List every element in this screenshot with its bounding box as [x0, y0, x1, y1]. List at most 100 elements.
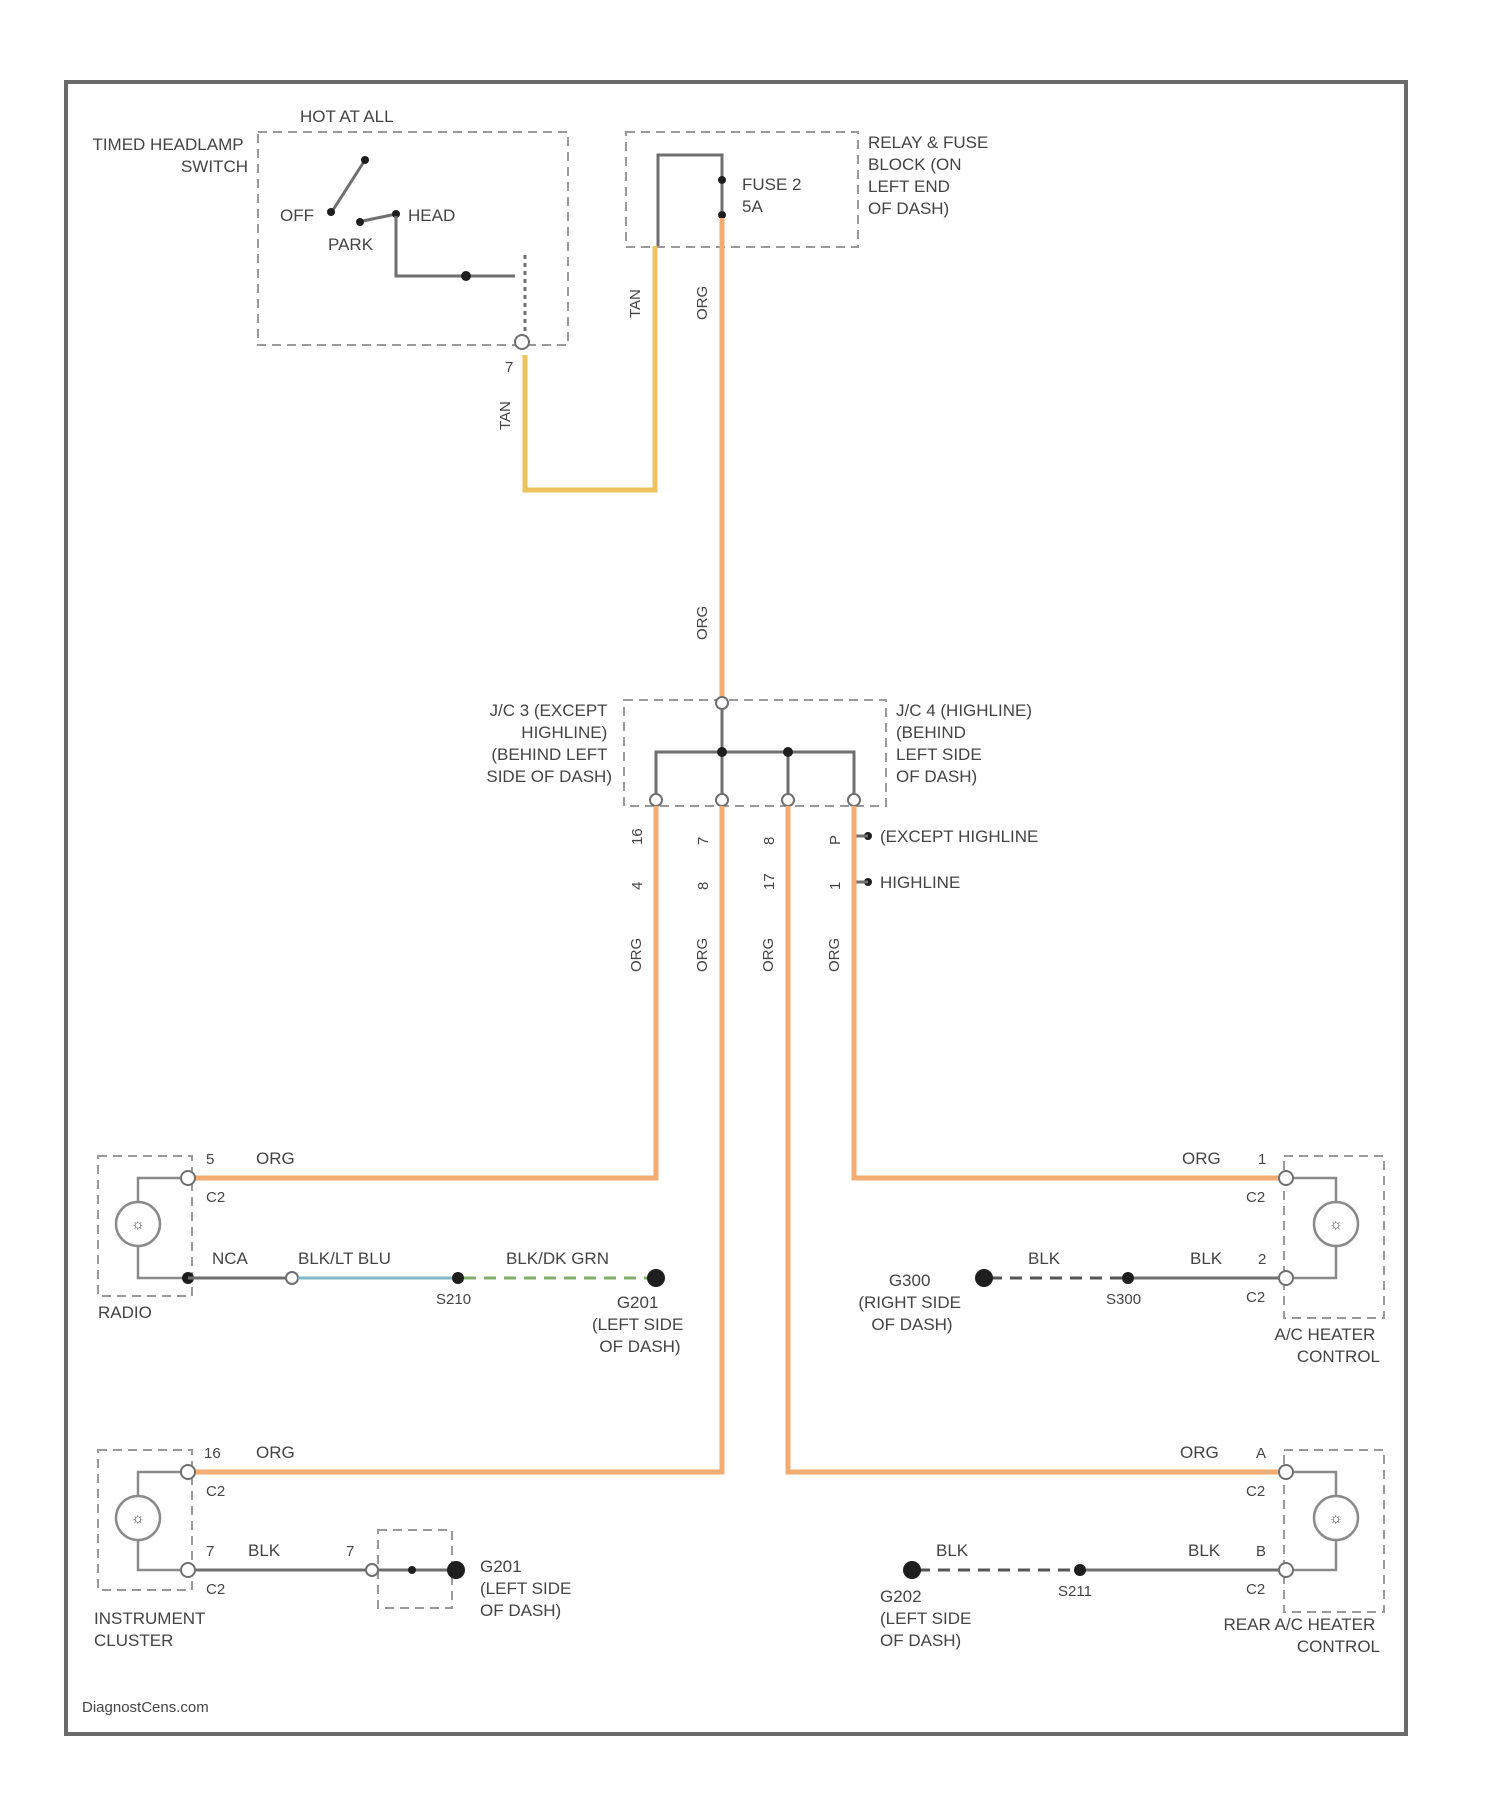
ac-heater-pin-bottom: 2 [1258, 1251, 1266, 1268]
rear-ac-splice-label: S211 [1058, 1583, 1092, 1600]
switch-pos-off: OFF [280, 206, 314, 225]
radio-pin-top: 5 [206, 1151, 214, 1168]
rear-ac-box [1284, 1450, 1384, 1612]
pin-r1-b: 7 [695, 837, 712, 845]
switch-pos-head: HEAD [408, 206, 455, 225]
svg-text:☼: ☼ [131, 1216, 145, 1233]
ac-heater-splice-label: S300 [1106, 1291, 1141, 1308]
rear-ac-ground-label: G202 (LEFT SIDE OF DASH) [880, 1587, 976, 1650]
tan-wire-label-2: TAN [627, 289, 644, 318]
org-wire-rear-ac [788, 806, 1284, 1472]
pin-r2-c: 17 [761, 873, 778, 890]
ac-heater-box [1284, 1156, 1384, 1318]
cluster-term-top [181, 1465, 195, 1479]
radio-splice-label: S210 [436, 1291, 471, 1308]
radio-ground-icon [647, 1269, 665, 1287]
diagram-frame [66, 82, 1406, 1734]
cluster-pin-top: 16 [204, 1445, 221, 1462]
ac-heater-splice-dot [1122, 1272, 1134, 1284]
pin-r1-c: 8 [761, 837, 778, 845]
pin-r1-a: 16 [629, 828, 646, 845]
ac-heater-pin-top: 1 [1258, 1151, 1266, 1168]
radio-term-top [181, 1171, 195, 1185]
rear-ac-conn-top: C2 [1246, 1483, 1265, 1500]
radio-blu-label: BLK/LT BLU [298, 1249, 391, 1268]
radio-splice-dot [452, 1272, 464, 1284]
pin-r1-d: P [827, 835, 844, 845]
rear-ac-pin-top: A [1256, 1445, 1266, 1462]
rear-ac-splice-dot [1074, 1564, 1086, 1576]
fuse-block-location: RELAY & FUSE BLOCK (ON LEFT END OF DASH) [868, 133, 993, 218]
headlamp-switch-box [258, 132, 568, 345]
org-wire-ac-heater [854, 806, 1284, 1178]
rear-ac-blk-label-2: BLK [1188, 1541, 1221, 1560]
rear-ac-term-top [1279, 1465, 1293, 1479]
ac-heater-conn-bottom: C2 [1246, 1289, 1265, 1306]
junction-right-label: J/C 4 (HIGHLINE) (BEHIND LEFT SIDE OF DA… [896, 701, 1037, 786]
cluster-inline-pin: 7 [346, 1543, 354, 1560]
org-label-a: ORG [628, 938, 645, 972]
pin-r2-b: 8 [695, 882, 712, 890]
cluster-wire-org-label: ORG [256, 1443, 295, 1462]
radio-ground-label: G201 (LEFT SIDE OF DASH) [592, 1293, 688, 1356]
org-feed-label-1: ORG [694, 286, 711, 320]
rear-ac-ground-icon [903, 1561, 921, 1579]
cluster-ground-label: G201 (LEFT SIDE OF DASH) [480, 1557, 576, 1620]
radio-lamp-icon: ☼ [116, 1178, 184, 1278]
headlamp-switch-contacts: 7 [327, 156, 529, 376]
ac-heater-blk-label-2: BLK [1190, 1249, 1223, 1268]
radio-grn-label: BLK/DK GRN [506, 1249, 609, 1268]
cluster-blk-label: BLK [248, 1541, 281, 1560]
cluster-lamp-icon: ☼ [116, 1472, 184, 1570]
ac-heater-term-top [1279, 1171, 1293, 1185]
cluster-conn-bottom: C2 [206, 1581, 225, 1598]
svg-text:☼: ☼ [1329, 1510, 1343, 1527]
cluster-pin-bottom: 7 [206, 1543, 214, 1560]
org-label-d: ORG [826, 938, 843, 972]
radio-nca-label: NCA [212, 1249, 249, 1268]
rear-ac-pin-bottom: B [1256, 1543, 1266, 1560]
radio-inline-term [286, 1272, 298, 1284]
rear-ac-lamp-icon: ☼ [1290, 1472, 1358, 1570]
org-label-c: ORG [760, 938, 777, 972]
tan-wire-label-1: TAN [497, 401, 514, 430]
radio-name: RADIO [98, 1303, 152, 1322]
cluster-term-bottom [181, 1563, 195, 1577]
ac-heater-conn-top: C2 [1246, 1189, 1265, 1206]
switch-pos-park: PARK [328, 235, 374, 254]
rear-ac-blk-label-1: BLK [936, 1541, 969, 1560]
radio-conn-top: C2 [206, 1189, 225, 1206]
svg-text:7: 7 [505, 359, 513, 376]
org-label-b: ORG [694, 938, 711, 972]
hot-at-all-label: HOT AT ALL [300, 107, 394, 126]
rear-ac-wire-org-label: ORG [1180, 1443, 1219, 1462]
org-wire-cluster [190, 806, 722, 1472]
fuse-symbol [658, 155, 726, 246]
ac-heater-name: A/C HEATER CONTROL [1275, 1325, 1381, 1366]
fuse-label: FUSE 2 5A [742, 175, 806, 216]
cluster-conn-top: C2 [206, 1483, 225, 1500]
org-feed-label-2: ORG [694, 606, 711, 640]
ac-heater-ground-icon [975, 1269, 993, 1287]
pin-r2-d: 1 [827, 882, 844, 890]
ac-heater-blk-label-1: BLK [1028, 1249, 1061, 1268]
junction-left-label: J/C 3 (EXCEPT HIGHLINE) (BEHIND LEFT SID… [486, 701, 612, 786]
tan-wire [525, 246, 655, 490]
rear-ac-conn-bottom: C2 [1246, 1581, 1265, 1598]
svg-text:☼: ☼ [1329, 1216, 1343, 1233]
ac-heater-wire-org-label: ORG [1182, 1149, 1221, 1168]
watermark: DiagnostCens.com [82, 1699, 209, 1716]
variant-highline: HIGHLINE [880, 873, 960, 892]
rear-ac-name: REAR A/C HEATER CONTROL [1223, 1615, 1380, 1656]
variant-except-highline: (EXCEPT HIGHLINE [880, 827, 1038, 846]
ac-heater-lamp-icon: ☼ [1290, 1178, 1358, 1278]
headlamp-switch-label: TIMED HEADLAMP SWITCH [92, 135, 248, 176]
ac-heater-term-bottom [1279, 1271, 1293, 1285]
cluster-name: INSTRUMENT CLUSTER [94, 1609, 210, 1650]
svg-text:☼: ☼ [131, 1510, 145, 1527]
variant-markers [856, 832, 872, 886]
junction-bus [650, 697, 860, 806]
org-wire-radio [190, 806, 656, 1178]
pin-r2-a: 4 [629, 882, 646, 890]
